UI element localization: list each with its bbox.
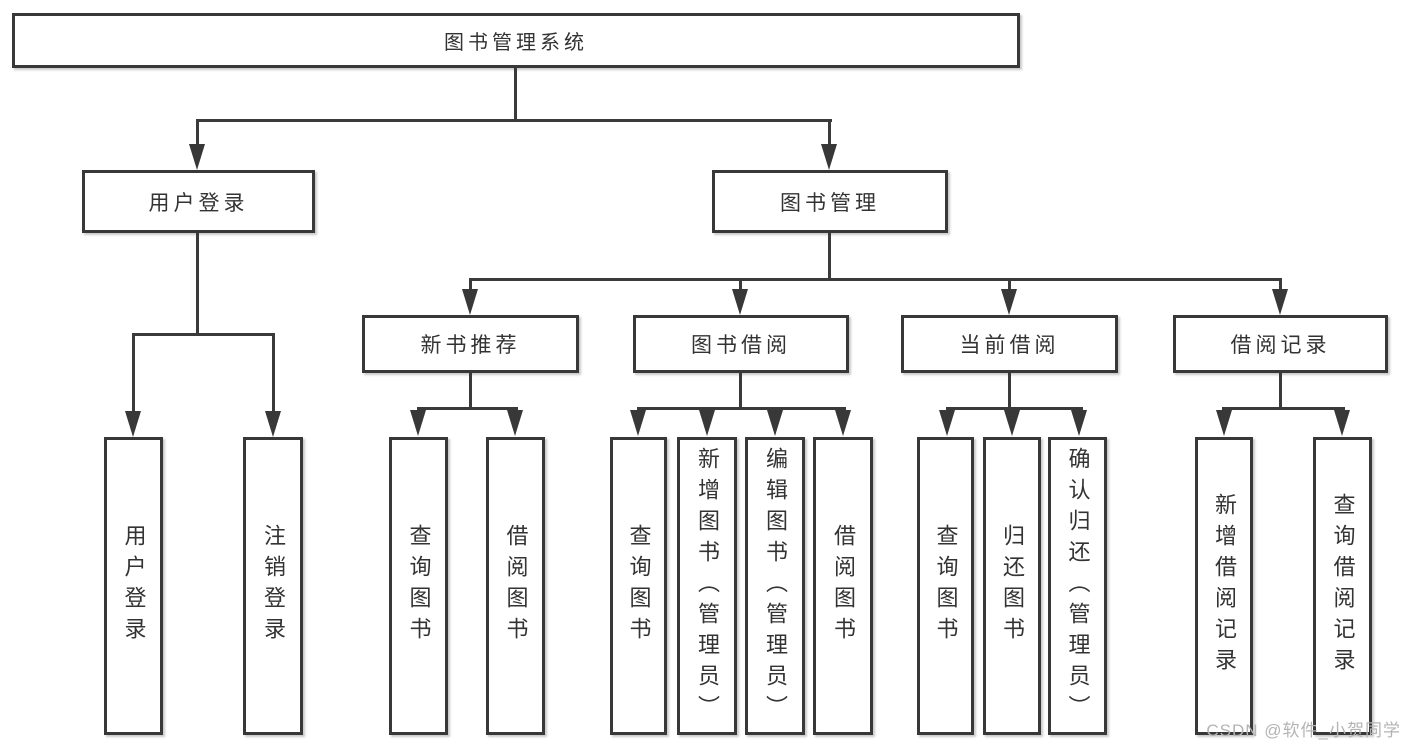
leaf-nb-borrow-books: 借阅图书 — [486, 437, 545, 735]
arrow-down-icon — [507, 410, 523, 436]
arrow-down-icon — [125, 411, 141, 437]
leaf-bb-borrow-books: 借阅图书 — [813, 437, 873, 735]
leaf-label: 查询图书 — [626, 524, 652, 648]
connector-line — [196, 233, 199, 336]
node-new-book-recommend: 新书推荐 — [362, 315, 579, 373]
node-current-borrow: 当前借阅 — [901, 315, 1118, 373]
leaf-label: 借阅图书 — [503, 524, 529, 648]
connector-line — [132, 333, 135, 412]
connector-line — [1008, 278, 1011, 292]
connector-line — [417, 407, 518, 410]
leaf-nb-query-books: 查询图书 — [389, 437, 448, 735]
arrow-down-icon — [1272, 289, 1288, 315]
connector-line — [196, 119, 199, 147]
arrow-down-icon — [265, 411, 281, 437]
leaf-bb-edit-book-admin: 编辑图书（管理员） — [745, 437, 805, 735]
connector-line — [1279, 278, 1282, 292]
connector-line — [1008, 373, 1011, 409]
arrow-down-icon — [821, 144, 837, 170]
leaf-label: 确认归还（管理员） — [1065, 446, 1091, 726]
leaf-label: 用户登录 — [121, 524, 147, 648]
arrow-down-icon — [410, 410, 426, 436]
leaf-label: 查询图书 — [406, 524, 432, 648]
arrow-down-icon — [1004, 410, 1020, 436]
node-book-management: 图书管理 — [712, 170, 948, 233]
arrow-down-icon — [699, 410, 715, 436]
watermark: CSDN @软件_小贺同学 — [1206, 721, 1401, 740]
arrow-down-icon — [732, 289, 748, 315]
leaf-bb-add-book-admin: 新增图书（管理员） — [677, 437, 737, 735]
connector-line — [514, 68, 517, 122]
leaf-label: 编辑图书（管理员） — [763, 446, 788, 726]
arrow-down-icon — [1334, 410, 1350, 436]
leaf-label: 归还图书 — [1000, 524, 1025, 648]
connector-line — [196, 119, 832, 122]
connector-line — [828, 119, 831, 147]
connector-line — [1279, 373, 1282, 409]
arrow-down-icon — [1216, 410, 1232, 436]
leaf-br-query-record: 查询借阅记录 — [1313, 437, 1372, 735]
connector-line — [739, 278, 742, 292]
connector-line — [828, 233, 831, 281]
leaf-cb-confirm-return-admin: 确认归还（管理员） — [1048, 437, 1107, 735]
arrow-down-icon — [939, 410, 955, 436]
node-library-management-system: 图书管理系统 — [12, 13, 1020, 68]
node-book-borrow: 图书借阅 — [633, 315, 849, 373]
leaf-label: 新增图书（管理员） — [695, 446, 720, 726]
arrow-down-icon — [462, 289, 478, 315]
arrow-down-icon — [630, 410, 646, 436]
arrow-down-icon — [1071, 410, 1087, 436]
connector-line — [637, 407, 846, 410]
leaf-bb-query-books: 查询图书 — [610, 437, 667, 735]
connector-line — [132, 333, 275, 336]
leaf-br-add-record: 新增借阅记录 — [1195, 437, 1253, 735]
leaf-user-login: 用户登录 — [104, 437, 163, 735]
leaf-label: 新增借阅记录 — [1212, 493, 1237, 679]
arrow-down-icon — [835, 410, 851, 436]
node-borrow-records: 借阅记录 — [1173, 315, 1388, 373]
connector-line — [739, 373, 742, 409]
leaf-label: 查询借阅记录 — [1330, 493, 1356, 679]
leaf-logout: 注销登录 — [243, 437, 303, 735]
connector-line — [469, 278, 1282, 281]
leaf-label: 查询图书 — [933, 524, 959, 648]
leaf-cb-query-books: 查询图书 — [917, 437, 974, 735]
leaf-label: 注销登录 — [261, 524, 286, 648]
connector-line — [469, 373, 472, 409]
node-user-login: 用户登录 — [82, 170, 315, 233]
connector-line — [272, 333, 275, 412]
connector-line — [469, 278, 472, 292]
leaf-cb-return-books: 归还图书 — [983, 437, 1041, 735]
arrow-down-icon — [767, 410, 783, 436]
arrow-down-icon — [1001, 289, 1017, 315]
arrow-down-icon — [189, 144, 205, 170]
leaf-label: 借阅图书 — [831, 524, 856, 648]
connector-line — [1222, 407, 1345, 410]
connector-line — [946, 407, 1083, 410]
